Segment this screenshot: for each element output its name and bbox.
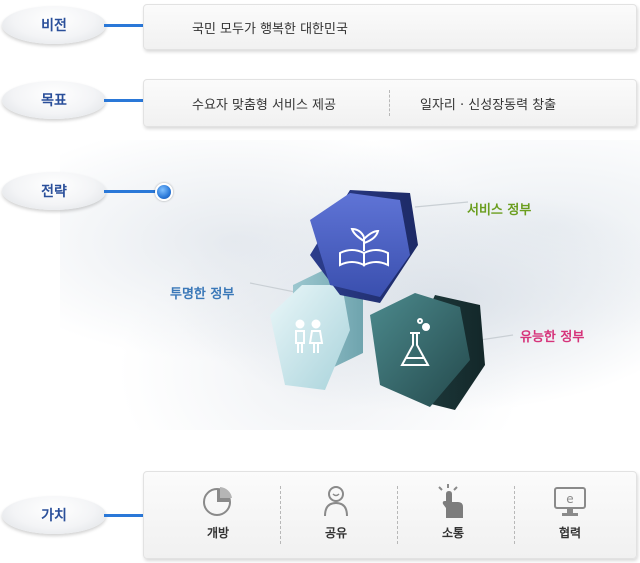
value-cooperation-label: 협력 [558, 526, 582, 540]
person-icon [324, 486, 348, 517]
goal-item-2: 일자리 · 신성장동력 창출 [420, 98, 557, 113]
hexagon-cluster [249, 190, 514, 410]
values-connector [104, 514, 160, 517]
vision-connector [104, 24, 160, 27]
service-government-label: 서비스 정부 [467, 203, 532, 218]
touch-hand-icon [438, 484, 463, 518]
service-leader-line [414, 201, 469, 208]
vision-badge: 비전 [2, 6, 106, 44]
service-hexagon [310, 190, 418, 303]
strategy-connector [104, 190, 160, 193]
strategy-dot [155, 183, 173, 201]
value-openness: 개방 [178, 484, 258, 541]
svg-text:e: e [566, 492, 573, 506]
value-openness-label: 개방 [206, 526, 230, 540]
goal-label: 목표 [41, 93, 67, 109]
goal-connector [104, 99, 160, 102]
values-divider-3 [514, 486, 515, 544]
value-communication-label: 소통 [441, 526, 465, 540]
vision-box: 국민 모두가 행복한 대한민국 [143, 4, 637, 50]
competent-leader-line [479, 334, 514, 341]
goal-divider [389, 90, 390, 116]
competent-government-label: 유능한 정부 [520, 330, 585, 345]
values-divider-2 [397, 486, 398, 544]
goal-badge: 목표 [2, 81, 106, 119]
values-badge: 가치 [2, 496, 106, 534]
value-sharing: 공유 [296, 484, 376, 541]
value-sharing-label: 공유 [324, 526, 348, 540]
strategy-label: 전략 [41, 184, 67, 200]
pie-chart-icon [203, 487, 232, 516]
monitor-e-icon: e [554, 487, 586, 516]
goal-box: 수요자 맞춤형 서비스 제공 일자리 · 신성장동력 창출 [143, 79, 637, 127]
transparent-government-label: 투명한 정부 [170, 287, 235, 302]
values-box [143, 471, 637, 559]
book-sprout-icon [339, 227, 389, 267]
vision-label: 비전 [41, 18, 67, 34]
value-communication: 소통 [413, 484, 493, 541]
goal-item-1: 수요자 맞춤형 서비스 제공 [192, 98, 336, 113]
strategy-badge: 전략 [2, 172, 106, 210]
values-divider-1 [280, 486, 281, 544]
flask-icon [400, 318, 430, 366]
vision-text: 국민 모두가 행복한 대한민국 [192, 22, 348, 37]
competent-hexagon [370, 293, 485, 410]
value-cooperation: e 협력 [530, 484, 610, 541]
values-label: 가치 [41, 508, 67, 524]
people-icon [295, 319, 324, 353]
